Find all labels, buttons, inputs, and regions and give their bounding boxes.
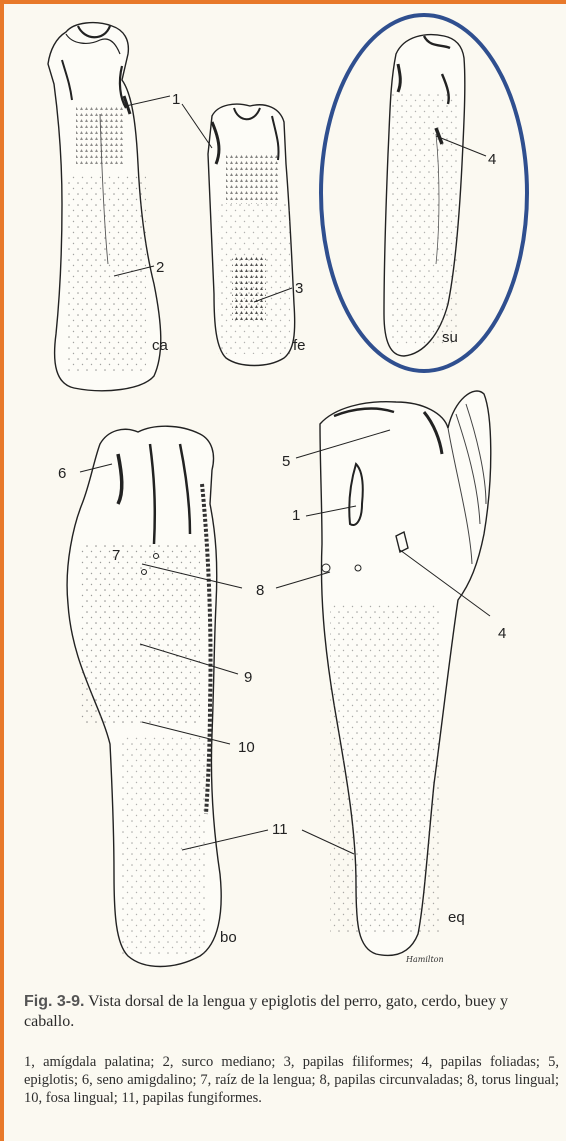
figure-number: Fig. 3-9. — [24, 993, 84, 1010]
cat-tongue: fe — [208, 104, 306, 365]
artist-signature: Hamilton — [405, 955, 444, 964]
label-6: 6 — [58, 465, 66, 482]
species-label-bo: bo — [220, 929, 237, 946]
label-4-su: 4 — [488, 151, 496, 168]
label-1-eq: 1 — [292, 507, 300, 524]
species-label-fe: fe — [293, 337, 306, 354]
figure-title: Vista dorsal de la lengua y epiglotis de… — [24, 993, 508, 1030]
figure-legend: 1, amígdala palatina; 2, surco mediano; … — [24, 1053, 559, 1107]
label-7: 7 — [112, 547, 120, 564]
label-1-top: 1 — [172, 91, 180, 108]
label-4-eq: 4 — [498, 625, 506, 642]
label-10: 10 — [238, 739, 255, 756]
tongue-figure: ca fe su bo — [4, 4, 566, 989]
label-8: 8 — [256, 582, 264, 599]
label-11: 11 — [272, 821, 288, 838]
label-9: 9 — [244, 669, 252, 686]
horse-tongue: eq Hamilton — [320, 391, 491, 964]
figure-page: ca fe su bo — [4, 4, 566, 1141]
species-label-ca: ca — [152, 337, 169, 354]
figure-caption: Fig. 3-9. Vista dorsal de la lengua y ep… — [24, 992, 559, 1032]
label-3: 3 — [295, 280, 303, 297]
dog-tongue: ca — [48, 23, 169, 391]
pig-tongue: su — [384, 35, 465, 356]
label-2: 2 — [156, 259, 164, 276]
ox-tongue: bo — [67, 426, 237, 966]
species-label-su: su — [442, 329, 458, 346]
species-label-eq: eq — [448, 909, 465, 926]
label-5: 5 — [282, 453, 290, 470]
